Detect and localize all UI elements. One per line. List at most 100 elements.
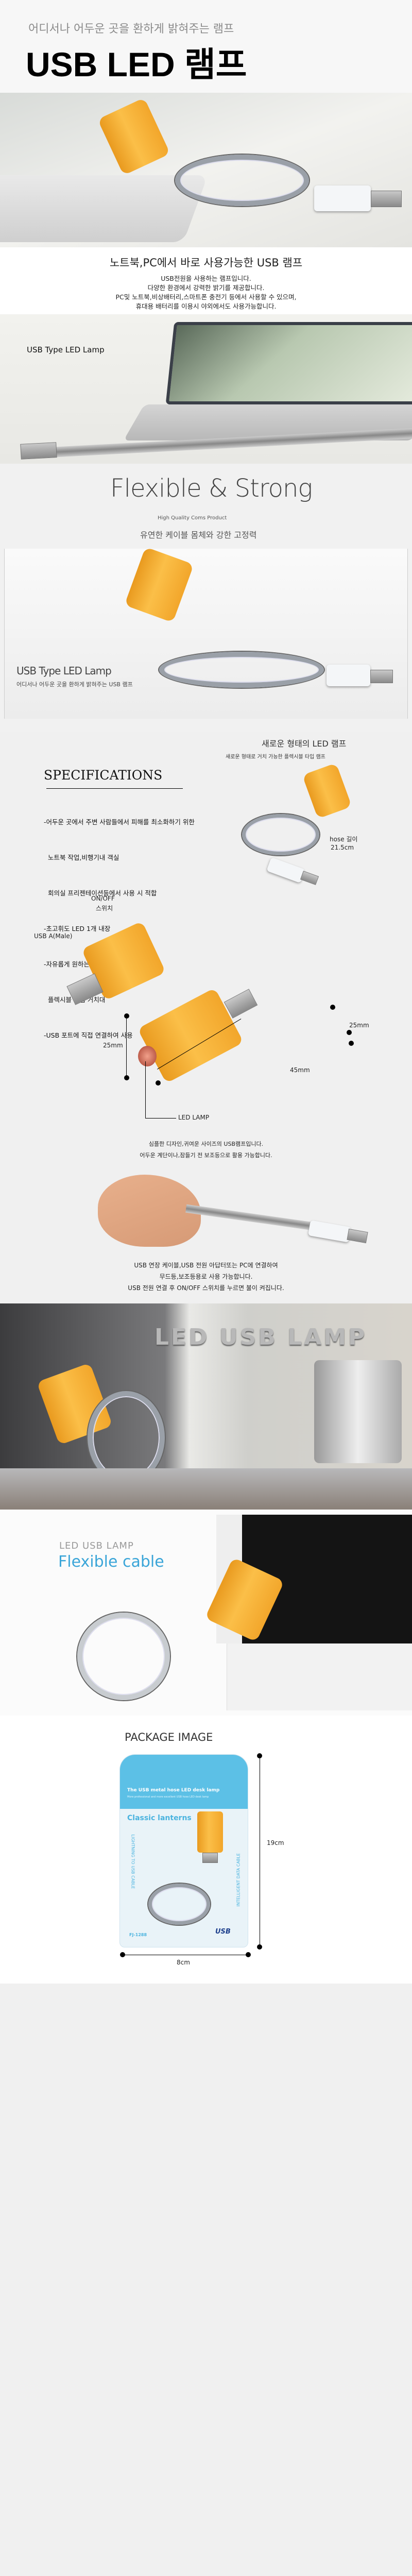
spec-line: 회의실 프리젠테이션등에서 사용 시 적합 xyxy=(44,889,157,897)
switch-label-2: 스위치 xyxy=(96,905,113,912)
product-label: USB Type LED Lamp xyxy=(16,665,112,677)
spec-line: -초고휘도 LED 1개 내장 xyxy=(44,925,111,933)
dimension-dot xyxy=(330,1005,335,1010)
cup-image xyxy=(314,1360,402,1463)
lamp-image xyxy=(97,97,170,176)
led-image xyxy=(138,1046,157,1066)
intro-line: 다양한 환경에서 강력한 밝기를 제공합니다. xyxy=(147,284,265,292)
spec-line: 플렉시블 타입 거치대 xyxy=(47,996,106,1004)
hose-image xyxy=(242,814,319,855)
laptop-photo: USB Type LED Lamp xyxy=(0,314,412,464)
intro-heading: 노트북,PC에서 바로 사용가능한 USB 램프 xyxy=(109,257,303,269)
package-title: PACKAGE IMAGE xyxy=(125,1731,213,1743)
laptop-photo-label: USB Type LED Lamp xyxy=(27,345,105,354)
header: 어디서나 어두운 곳을 환하게 밝혀주는 램프 USB LED 램프 xyxy=(0,0,412,93)
intro-line: PC및 노트북,비상배터리,스마트폰 충전기 등에서 사용할 수 있으며, xyxy=(115,293,297,301)
hose-length-label: hose 길이 xyxy=(330,836,358,843)
dimension-dot xyxy=(347,1030,352,1035)
banner-text: LED USB LAMP xyxy=(154,1324,367,1350)
package-usb-logo: USB xyxy=(215,1928,231,1936)
spec-line: -어두운 곳에서 주변 사람들에서 피해를 최소화하기 위한 xyxy=(44,818,195,826)
usb-connector-image xyxy=(20,442,57,460)
switch-label: ON/OFF xyxy=(91,895,115,902)
lamp-image xyxy=(302,762,352,819)
package-box-sub: More professional and more excellent USB… xyxy=(127,1795,209,1799)
usb-label: USB A(Male) xyxy=(34,933,73,940)
flex-title: Flexible & Strong xyxy=(110,474,313,503)
hand-image xyxy=(98,1175,201,1247)
lamp-image xyxy=(197,1811,223,1853)
led-pointer xyxy=(145,1061,146,1118)
length-dimension: 45mm xyxy=(290,1066,310,1074)
dimension-dot xyxy=(156,1080,161,1086)
dimension-dot xyxy=(124,1013,129,1019)
lamp-image xyxy=(124,547,194,623)
new-form-heading: 새로운 형태의 LED 램프 xyxy=(262,739,347,749)
intro-line: USB전원을 사용하는 램프입니다. xyxy=(161,275,251,282)
package-image: The USB metal hose LED desk lamp More pr… xyxy=(119,1754,248,1947)
header-subtitle: 어디서나 어두운 곳을 환하게 밝혀주는 램프 xyxy=(28,23,234,36)
usage-caption-line: USB 연장 케이블,USB 전원 아답터또는 PC에 연결하여 xyxy=(134,1262,278,1269)
package-height: 19cm xyxy=(267,1839,284,1846)
usage-caption: USB 연장 케이블,USB 전원 아답터또는 PC에 연결하여 무드등,보조등… xyxy=(0,1260,412,1294)
package-right-text: INTELLIGENT DATA CABLE xyxy=(236,1853,241,1907)
usb-connector-image xyxy=(347,1228,368,1244)
usb-connector-image xyxy=(224,989,258,1019)
flexible-cable-label: LED USB LAMP xyxy=(59,1540,134,1551)
page-title: USB LED 램프 xyxy=(26,45,247,83)
usb-connector-image xyxy=(371,191,402,207)
specs-section: 새로운 형태의 LED 램프 새로운 형태로 거치 가능한 플렉시블 타입 램프… xyxy=(0,732,412,1303)
dimension-dot xyxy=(349,1041,354,1046)
usb-plug-image xyxy=(308,1220,351,1243)
usage-caption-line: USB 전원 연결 후 ON/OFF 스위치를 누르면 불이 켜집니다. xyxy=(128,1284,284,1292)
usb-connector-image xyxy=(202,1853,218,1863)
package-section: PACKAGE IMAGE The USB metal hose LED des… xyxy=(0,1716,412,1984)
led-label: LED LAMP xyxy=(178,1114,210,1121)
hose-image xyxy=(77,1613,170,1700)
spec-line: 노트북 작업,비행기내 객실 xyxy=(44,854,119,861)
package-box-title: The USB metal hose LED desk lamp xyxy=(127,1788,220,1793)
product-box: USB Type LED Lamp 어디서나 어두운 곳을 환하게 밝혀주는 U… xyxy=(4,547,408,719)
package-left-text: LIGHTNING TO USB CABLE xyxy=(130,1834,135,1889)
hose-length-value: 21.5cm xyxy=(331,844,354,851)
flexible-cable-title: Flexible cable xyxy=(58,1553,164,1571)
intro-text: 노트북,PC에서 바로 사용가능한 USB 램프 USB전원을 사용하는 램프입… xyxy=(0,247,412,314)
dimension-dot xyxy=(124,1075,129,1080)
package-width: 8cm xyxy=(177,1959,190,1966)
usage-caption-line: 무드등,보조등용로 사용 가능합니다. xyxy=(159,1273,253,1280)
flex-section: Flexible & Strong High Quality Coms Prod… xyxy=(0,464,412,732)
flex-tagline: 유연한 케이블 몸체와 강한 고정력 xyxy=(140,530,257,540)
diagram-caption-line: 어두운 계단이나,잠들기 전 보조등으로 활용 가능합니다. xyxy=(140,1152,272,1159)
dimension-dot xyxy=(246,1952,251,1957)
new-form-desc: 새로운 형태로 거치 가능한 플렉시블 타입 램프 xyxy=(226,754,325,760)
width-dimension: 25mm xyxy=(349,1022,369,1029)
hose-image xyxy=(175,155,309,206)
spec-line: -USB 포트에 직접 연결하여 사용 xyxy=(44,1031,133,1039)
usb-cable-image xyxy=(185,1204,314,1231)
height-dimension: 25mm xyxy=(103,1042,123,1049)
hose-image xyxy=(148,1884,210,1925)
specs-divider xyxy=(46,788,183,789)
diagram-caption-line: 심플한 디자인,귀여운 사이즈의 USB램프입니다. xyxy=(148,1141,264,1147)
hero-photo xyxy=(0,93,412,247)
laptop-screen-image xyxy=(165,322,412,404)
usb-connector-image xyxy=(300,871,319,885)
laptop-keyboard-image xyxy=(227,1643,412,1710)
diagram-caption: 심플한 디자인,귀여운 사이즈의 USB램프입니다. 어두운 계단이나,잠들기 … xyxy=(0,1139,412,1161)
hose-image xyxy=(159,652,324,688)
usb-plug-image xyxy=(327,665,370,686)
usb-plug-image xyxy=(266,857,305,884)
intro-line: 휴대용 배터리를 이용시 야외에서도 사용가능합니다. xyxy=(135,302,277,310)
flexible-cable-section: LED USB LAMP Flexible cable xyxy=(0,1510,412,1716)
package-box-mid: Classic lanterns xyxy=(127,1814,192,1822)
dimension-dot xyxy=(257,1944,262,1950)
specs-title: SPECIFICATIONS xyxy=(44,768,163,783)
height-line xyxy=(126,1015,127,1077)
laptop-keyboard-image xyxy=(0,1468,412,1510)
usb-connector-image xyxy=(370,670,393,683)
usb-plug-image xyxy=(314,185,371,211)
flex-subtitle: High Quality Coms Product xyxy=(158,515,227,521)
package-header xyxy=(120,1755,248,1809)
product-desc: 어디서나 어두운 곳을 환하게 밝혀주는 USB 램프 xyxy=(16,681,133,688)
banner-photo: LED USB LAMP xyxy=(0,1303,412,1510)
